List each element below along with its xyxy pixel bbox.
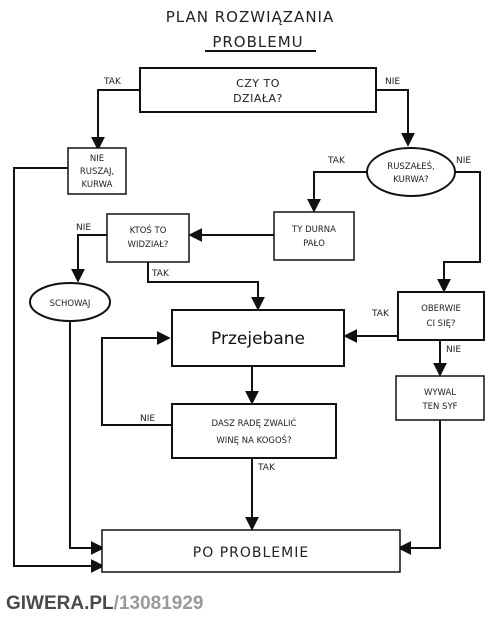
connectors bbox=[13, 89, 481, 573]
node-przejebane: Przejebane bbox=[171, 309, 345, 367]
watermark-site: GIWERA.PL bbox=[6, 593, 114, 614]
node-po-problemie-box bbox=[101, 529, 401, 573]
node-nie-ruszaj-line-3: KURWA bbox=[82, 180, 113, 190]
edge-label-czy-tak: TAK bbox=[103, 77, 122, 87]
node-oberwie-ci-sie-line-1: OBERWIE bbox=[421, 304, 461, 314]
node-schowaj-line-1: SCHOWAJ bbox=[50, 299, 91, 309]
node-ktos-to-widzial-line-1: KTOŚ TO bbox=[130, 224, 167, 236]
node-ktos-to-widzial-line-2: WIDZIAŁ? bbox=[128, 240, 169, 250]
node-ty-durna-palo-line-1: TY DURNA bbox=[291, 225, 336, 235]
edge-label-ruszales-tak: TAK bbox=[327, 156, 346, 166]
node-przejebane-box bbox=[171, 309, 345, 367]
watermark-id: /13081929 bbox=[114, 593, 204, 614]
node-nie-ruszaj-line-2: RUSZAJ, bbox=[80, 167, 114, 177]
node-nie-ruszaj-box bbox=[67, 147, 127, 195]
node-dasz-rade: DASZ RADĘ ZWALIĆ WINĘ NA KOGOŚ? bbox=[171, 403, 337, 459]
node-dasz-rade-line-2: WINĘ NA KOGOŚ? bbox=[216, 434, 291, 446]
edge-label-oberwie-nie: NIE bbox=[446, 345, 461, 355]
node-nie-ruszaj: NIE RUSZAJ, KURWA bbox=[67, 147, 127, 195]
node-czy-to-dziala-box bbox=[139, 67, 377, 113]
node-wywal-ten-syf: WYWAL TEN SYF bbox=[395, 375, 485, 421]
node-czy-to-dziala-line-1: CZY TO bbox=[236, 77, 280, 90]
edge-label-ruszales-nie: NIE bbox=[456, 156, 471, 166]
edge-schowaj-koniec bbox=[69, 320, 105, 555]
edge-labels: TAK NIE TAK NIE NIE TAK TAK NIE NIE TAK bbox=[76, 77, 471, 473]
node-oberwie-ci-sie-box bbox=[397, 291, 485, 341]
node-po-problemie-label: PO PROBLEMIE bbox=[193, 545, 309, 561]
node-wywal-ten-syf-line-1: WYWAL bbox=[424, 388, 456, 398]
node-dasz-rade-box bbox=[171, 403, 337, 459]
node-ty-durna-palo-box bbox=[273, 211, 355, 261]
edge-label-dasz-nie: NIE bbox=[140, 414, 155, 424]
node-ktos-to-widzial: KTOŚ TO WIDZIAŁ? bbox=[106, 213, 190, 263]
node-oberwie-ci-sie: OBERWIE CI SIĘ? bbox=[397, 291, 485, 341]
edge-ktos-tak bbox=[147, 262, 265, 311]
node-ruszales-line-1: RUSZAŁEŚ, bbox=[387, 160, 434, 172]
node-ty-durna-palo-line-2: PAŁO bbox=[303, 239, 325, 249]
edge-label-czy-nie: NIE bbox=[385, 77, 400, 87]
node-ruszales-line-2: KURWA? bbox=[393, 175, 428, 185]
watermark: GIWERA.PL/13081929 bbox=[6, 593, 204, 614]
node-dasz-rade-line-1: DASZ RADĘ ZWALIĆ bbox=[212, 417, 297, 429]
title-line-1: PLAN ROZWIĄZANIA bbox=[166, 8, 334, 26]
edge-ktos-nie bbox=[71, 234, 107, 283]
node-oberwie-ci-sie-line-2: CI SIĘ? bbox=[427, 319, 456, 329]
node-schowaj: SCHOWAJ bbox=[29, 282, 111, 322]
edge-label-ktos-nie: NIE bbox=[76, 223, 91, 233]
node-nie-ruszaj-line-1: NIE bbox=[90, 154, 104, 164]
edge-label-oberwie-tak: TAK bbox=[371, 309, 390, 319]
node-schowaj-ellipse bbox=[29, 282, 111, 322]
node-ty-durna-palo: TY DURNA PAŁO bbox=[273, 211, 355, 261]
edge-ruszaj-koniec bbox=[13, 167, 105, 573]
title-line-2: PROBLEMU bbox=[212, 33, 303, 51]
edge-dasz-nie bbox=[101, 331, 172, 426]
edge-label-ktos-tak: TAK bbox=[151, 269, 170, 279]
node-ruszales-ellipse bbox=[366, 147, 456, 197]
watermark-text: GIWERA.PL/13081929 bbox=[6, 593, 204, 614]
edge-label-dasz-tak: TAK bbox=[257, 463, 276, 473]
node-przejebane-label: Przejebane bbox=[211, 329, 305, 349]
edge-ruszales-tak bbox=[307, 171, 368, 213]
edge-ruszales-nie bbox=[437, 171, 481, 293]
node-wywal-ten-syf-box bbox=[395, 375, 485, 421]
node-ruszales: RUSZAŁEŚ, KURWA? bbox=[366, 147, 456, 197]
node-po-problemie: PO PROBLEMIE bbox=[101, 529, 401, 573]
node-ktos-to-widzial-box bbox=[106, 213, 190, 263]
edge-czy-tak bbox=[91, 89, 140, 151]
node-czy-to-dziala-line-2: DZIAŁA? bbox=[233, 92, 283, 105]
node-wywal-ten-syf-line-2: TEN SYF bbox=[421, 402, 457, 412]
edge-czy-nie bbox=[376, 89, 415, 147]
node-czy-to-dziala: CZY TO DZIAŁA? bbox=[139, 67, 377, 113]
edge-wywal-koniec bbox=[397, 420, 441, 555]
